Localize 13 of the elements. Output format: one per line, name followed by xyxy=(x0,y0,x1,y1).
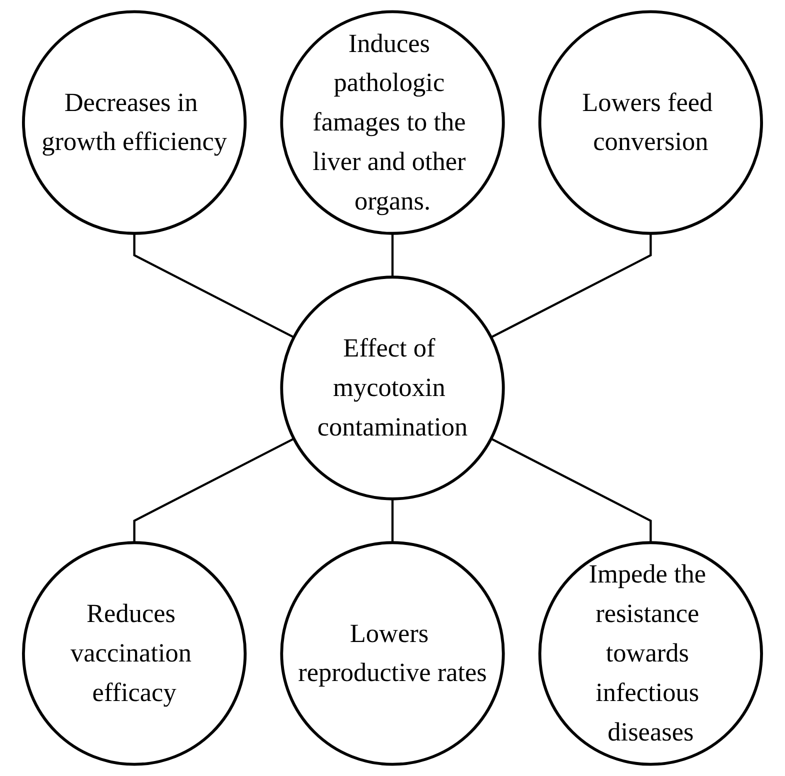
node-circle: Impede the resistance towards infectious diseases xyxy=(538,541,763,766)
node-circle: Lowers feed conversion xyxy=(538,10,763,235)
connector xyxy=(490,438,652,543)
node-circle: Reduces vaccination efficacy xyxy=(22,541,247,766)
connector xyxy=(133,438,294,543)
node-circle: Decreases in growth efficiency xyxy=(22,10,247,235)
connector xyxy=(133,233,294,338)
node-circle: Induces pathologic famages to the liver and other organs. xyxy=(280,10,505,235)
connector xyxy=(490,233,652,338)
connector xyxy=(391,498,394,543)
connector xyxy=(391,233,394,278)
node-circle: Lowers reproductive rates xyxy=(280,541,505,766)
node-circle: Effect of mycotoxin contamination xyxy=(280,276,505,500)
